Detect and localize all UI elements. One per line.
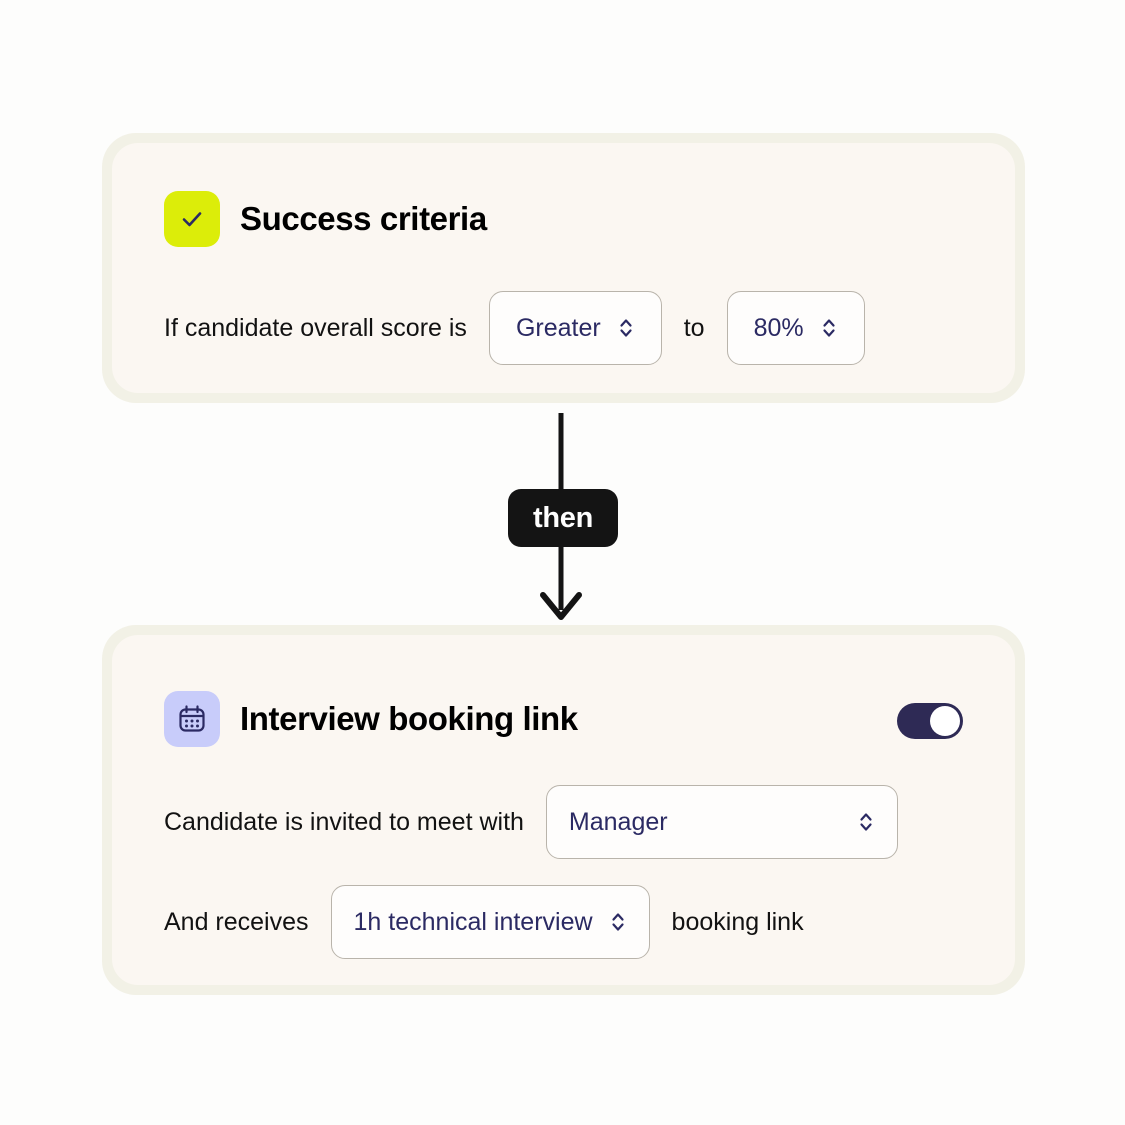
then-connector: then xyxy=(0,405,1125,630)
comparison-operator-value: Greater xyxy=(515,313,601,342)
meet-with-row: Candidate is invited to meet with Manage… xyxy=(164,785,975,859)
enable-booking-link-toggle[interactable] xyxy=(897,703,963,739)
then-badge-label: then xyxy=(532,501,593,534)
booking-link-trailing-label: booking link xyxy=(671,907,804,936)
check-icon-tile xyxy=(164,191,220,247)
card-inner-surface: Interview booking link Candidate is invi… xyxy=(112,635,1015,985)
then-badge: then xyxy=(508,489,618,547)
interviewer-value: Manager xyxy=(568,807,668,836)
score-threshold-value: 80% xyxy=(753,313,804,342)
interviewer-select[interactable]: Manager xyxy=(545,785,898,859)
chevron-up-down-icon xyxy=(609,909,627,935)
comparison-operator-select[interactable]: Greater xyxy=(488,291,662,365)
success-criteria-row: If candidate overall score is Greater to… xyxy=(164,291,975,365)
card-title: Interview booking link xyxy=(240,700,578,737)
success-criteria-header: Success criteria xyxy=(164,191,487,247)
interview-type-select[interactable]: 1h technical interview xyxy=(330,885,650,959)
chevron-up-down-icon xyxy=(617,315,635,341)
score-threshold-select[interactable]: 80% xyxy=(726,291,865,365)
connector-arrow xyxy=(540,413,582,620)
receives-row: And receives 1h technical interview book… xyxy=(164,885,975,959)
toggle-knob xyxy=(930,706,960,736)
meet-with-label: Candidate is invited to meet with xyxy=(164,807,524,836)
calendar-icon-tile xyxy=(164,691,220,747)
interview-booking-link-header: Interview booking link xyxy=(164,691,578,747)
success-criteria-card: Success criteria If candidate overall sc… xyxy=(102,133,1025,403)
comparison-joiner-label: to xyxy=(683,313,705,342)
receives-label: And receives xyxy=(164,907,309,936)
interview-type-value: 1h technical interview xyxy=(353,907,593,936)
chevron-up-down-icon xyxy=(857,809,875,835)
card-inner-surface: Success criteria If candidate overall sc… xyxy=(112,143,1015,393)
success-criteria-label: If candidate overall score is xyxy=(164,313,467,342)
card-title: Success criteria xyxy=(240,200,487,237)
chevron-up-down-icon xyxy=(820,315,838,341)
calendar-icon xyxy=(179,705,205,732)
interview-booking-link-card: Interview booking link Candidate is invi… xyxy=(102,625,1025,995)
check-icon xyxy=(182,212,202,227)
